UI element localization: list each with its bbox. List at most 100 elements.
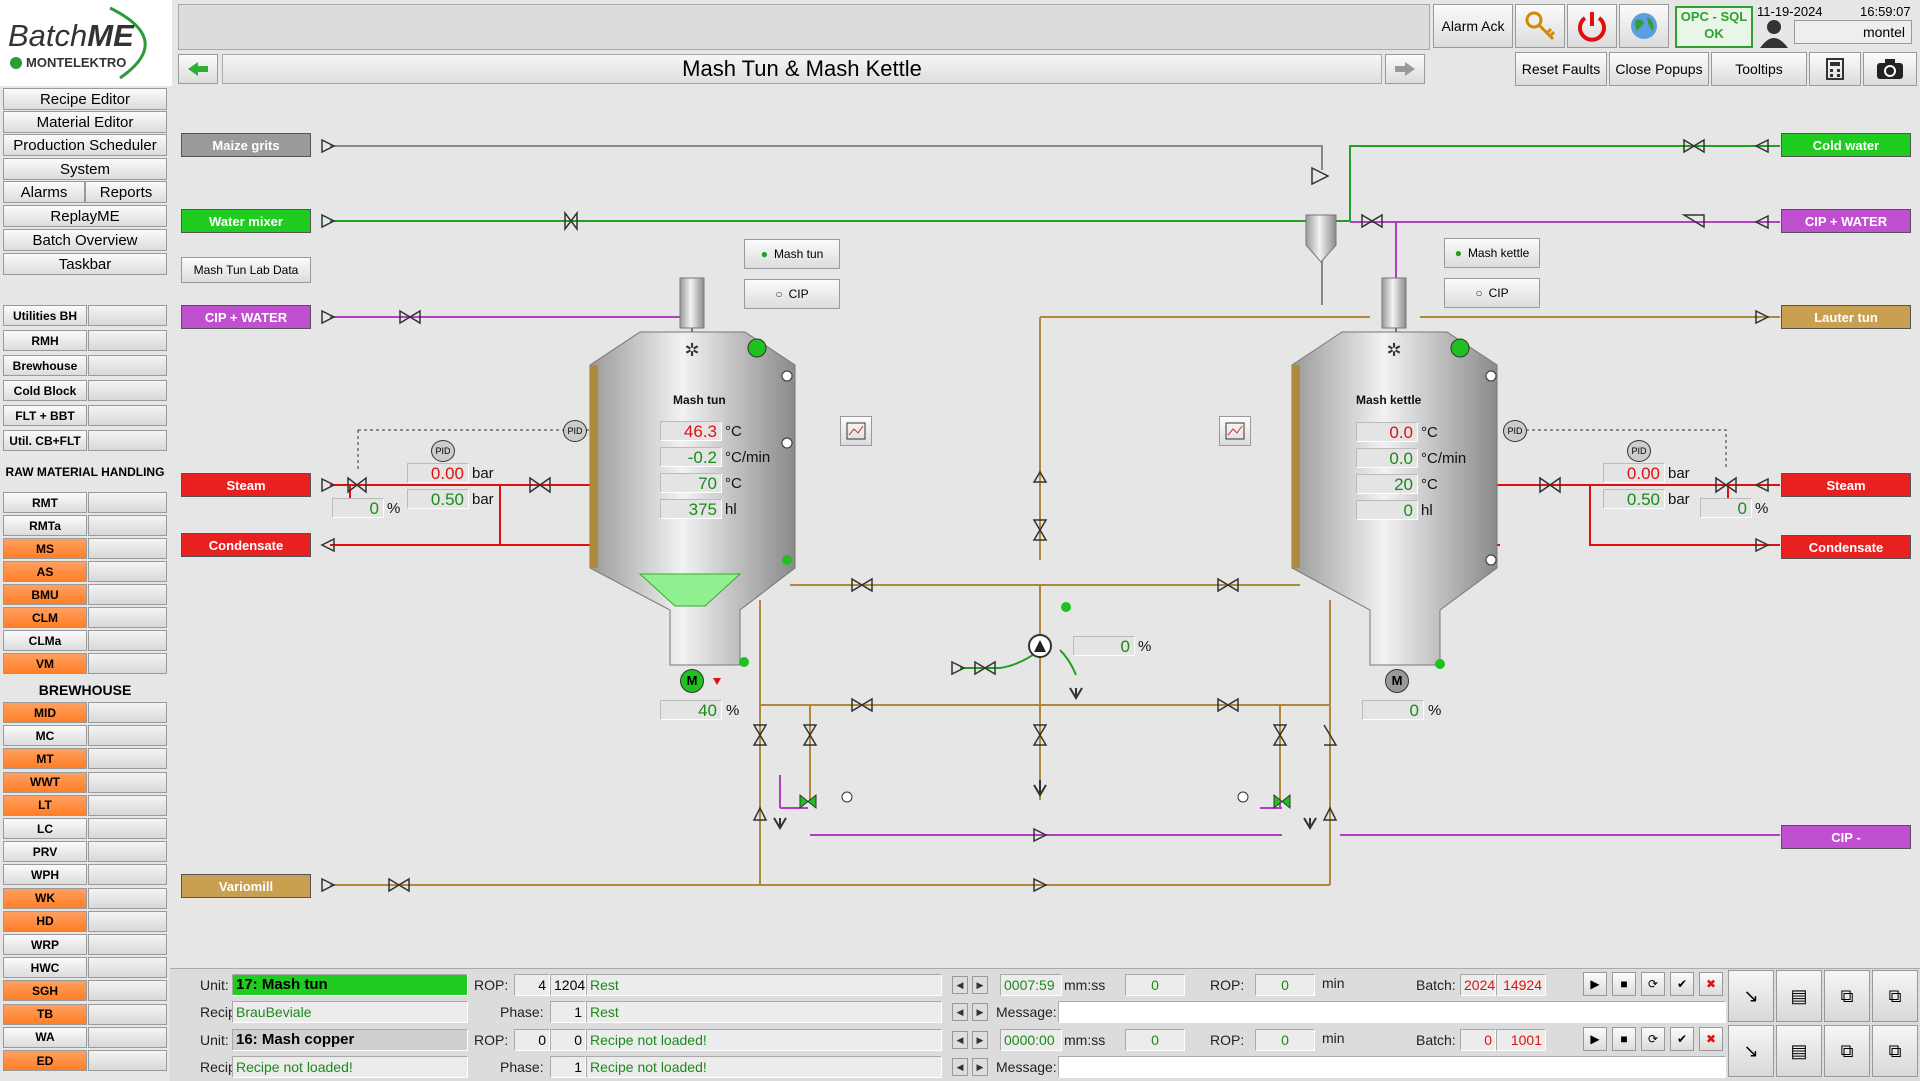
sidebar-item-status[interactable] <box>88 1050 167 1071</box>
sidebar-item-lt[interactable]: LT <box>3 794 87 816</box>
steam-right-setpoint[interactable]: 0.50 <box>1603 489 1665 509</box>
sidebar-item-utilities-bh[interactable]: Utilities BH <box>3 305 87 326</box>
sidebar-item-status[interactable] <box>88 771 167 793</box>
duplicate-button[interactable]: ⧉ <box>1872 1025 1918 1077</box>
sidebar-item-status[interactable] <box>88 934 167 955</box>
sidebar-item-wa[interactable]: WA <box>3 1026 87 1048</box>
cip-water-left-tag[interactable]: CIP + WATER <box>181 305 311 329</box>
taskbar-button[interactable]: Taskbar <box>3 253 167 275</box>
trend-left-button[interactable] <box>840 416 872 446</box>
next-step-button[interactable]: ▶ <box>972 976 988 994</box>
user-field[interactable]: montel <box>1794 20 1912 44</box>
sidebar-item-rmta[interactable]: RMTa <box>3 515 87 536</box>
power-button[interactable] <box>1567 4 1617 48</box>
sidebar-item-prv[interactable]: PRV <box>3 841 87 863</box>
variomill-tag[interactable]: Variomill <box>181 874 311 898</box>
globe-button[interactable] <box>1619 4 1669 48</box>
sidebar-item-status[interactable] <box>88 980 167 1002</box>
pid-right-temp[interactable]: PID <box>1503 420 1527 442</box>
sidebar-item-status[interactable] <box>88 1003 167 1025</box>
copy-button[interactable]: ⧉ <box>1824 1025 1870 1077</box>
steam-left-setpoint[interactable]: 0.50 <box>407 489 469 509</box>
sidebar-item-lc[interactable]: LC <box>3 818 87 839</box>
sidebar-item-brewhouse[interactable]: Brewhouse <box>3 355 87 376</box>
sidebar-item-wk[interactable]: WK <box>3 887 87 909</box>
key-button[interactable] <box>1515 4 1565 48</box>
restart-button[interactable]: ⟳ <box>1641 1027 1665 1051</box>
sidebar-item-status[interactable] <box>88 957 167 979</box>
sidebar-item-bmu[interactable]: BMU <box>3 584 87 605</box>
pid-left-temp[interactable]: PID <box>563 420 587 442</box>
calculator-button[interactable] <box>1809 52 1861 86</box>
sidebar-item-status[interactable] <box>88 841 167 863</box>
pid-right-steam[interactable]: PID <box>1627 440 1651 462</box>
production-scheduler-button[interactable]: Production Scheduler <box>3 134 167 156</box>
play-button[interactable]: ▶ <box>1583 1027 1607 1051</box>
copy-button[interactable]: ⧉ <box>1824 970 1870 1022</box>
prev-phase-button[interactable]: ◀ <box>952 1058 968 1076</box>
stop-button[interactable]: ■ <box>1612 972 1636 996</box>
sidebar-item-wrp[interactable]: WRP <box>3 934 87 955</box>
sidebar-item-wwt[interactable]: WWT <box>3 771 87 793</box>
back-arrow-button[interactable] <box>178 54 218 84</box>
sidebar-item-as[interactable]: AS <box>3 561 87 582</box>
report-button[interactable]: ▤ <box>1776 1025 1822 1077</box>
mash-tun-setpoint[interactable]: 70 <box>660 473 722 493</box>
sidebar-item-status[interactable] <box>88 748 167 770</box>
sidebar-item-tb[interactable]: TB <box>3 1003 87 1025</box>
sidebar-item-ms[interactable]: MS <box>3 538 87 559</box>
next-step-button[interactable]: ▶ <box>972 1031 988 1049</box>
message-field[interactable] <box>1058 1056 1726 1078</box>
sidebar-item-status[interactable] <box>88 561 167 582</box>
sidebar-item-hd[interactable]: HD <box>3 910 87 932</box>
condensate-right-tag[interactable]: Condensate <box>1781 535 1911 559</box>
material-editor-button[interactable]: Material Editor <box>3 111 167 133</box>
duplicate-button[interactable]: ⧉ <box>1872 970 1918 1022</box>
sidebar-item-status[interactable] <box>88 1026 167 1048</box>
sidebar-item-status[interactable] <box>88 538 167 559</box>
sidebar-item-status[interactable] <box>88 430 167 451</box>
sidebar-item-status[interactable] <box>88 887 167 909</box>
lauter-tun-tag[interactable]: Lauter tun <box>1781 305 1911 329</box>
stop-button[interactable]: ■ <box>1612 1027 1636 1051</box>
sidebar-item-status[interactable] <box>88 405 167 426</box>
sidebar-item-rmt[interactable]: RMT <box>3 492 87 513</box>
cip-left-button[interactable]: ○CIP <box>744 279 840 309</box>
sidebar-item-mc[interactable]: MC <box>3 725 87 747</box>
maize-grits-tag[interactable]: Maize grits <box>181 133 311 157</box>
sidebar-item-sgh[interactable]: SGH <box>3 980 87 1002</box>
mash-kettle-setpoint[interactable]: 20 <box>1356 474 1418 494</box>
sidebar-item-status[interactable] <box>88 380 167 401</box>
report-button[interactable]: ▤ <box>1776 970 1822 1022</box>
close-popups-button[interactable]: Close Popups <box>1609 52 1709 86</box>
sidebar-item-clma[interactable]: CLMa <box>3 630 87 651</box>
sidebar-item-status[interactable] <box>88 794 167 816</box>
expand-button[interactable]: ↘ <box>1728 1025 1774 1077</box>
cip-right-button[interactable]: ○CIP <box>1444 278 1540 308</box>
pid-left-steam[interactable]: PID <box>431 440 455 462</box>
screenshot-button[interactable] <box>1863 52 1917 86</box>
sidebar-item-status[interactable] <box>88 492 167 513</box>
abort-button[interactable]: ✖ <box>1699 1027 1723 1051</box>
mash-kettle-motor-icon[interactable]: M <box>1385 669 1409 693</box>
mash-tun-motor-icon[interactable]: M <box>680 669 704 693</box>
mash-tun-lab-data-button[interactable]: Mash Tun Lab Data <box>181 257 311 283</box>
prev-step-button[interactable]: ◀ <box>952 1031 968 1049</box>
confirm-button[interactable]: ✔ <box>1670 1027 1694 1051</box>
sidebar-item-hwc[interactable]: HWC <box>3 957 87 979</box>
sidebar-item-status[interactable] <box>88 818 167 839</box>
play-button[interactable]: ▶ <box>1583 972 1607 996</box>
restart-button[interactable]: ⟳ <box>1641 972 1665 996</box>
sidebar-item-mt[interactable]: MT <box>3 748 87 770</box>
alarm-ack-button[interactable]: Alarm Ack <box>1433 4 1513 48</box>
sidebar-item-cold-block[interactable]: Cold Block <box>3 380 87 401</box>
sidebar-item-vm[interactable]: VM <box>3 653 87 674</box>
mash-tun-button[interactable]: ●Mash tun <box>744 239 840 269</box>
forward-arrow-button[interactable] <box>1385 54 1425 84</box>
prev-phase-button[interactable]: ◀ <box>952 1003 968 1021</box>
cold-water-tag[interactable]: Cold water <box>1781 133 1911 157</box>
batch-overview-button[interactable]: Batch Overview <box>3 229 167 251</box>
water-mixer-tag[interactable]: Water mixer <box>181 209 311 233</box>
abort-button[interactable]: ✖ <box>1699 972 1723 996</box>
tooltips-button[interactable]: Tooltips <box>1711 52 1807 86</box>
